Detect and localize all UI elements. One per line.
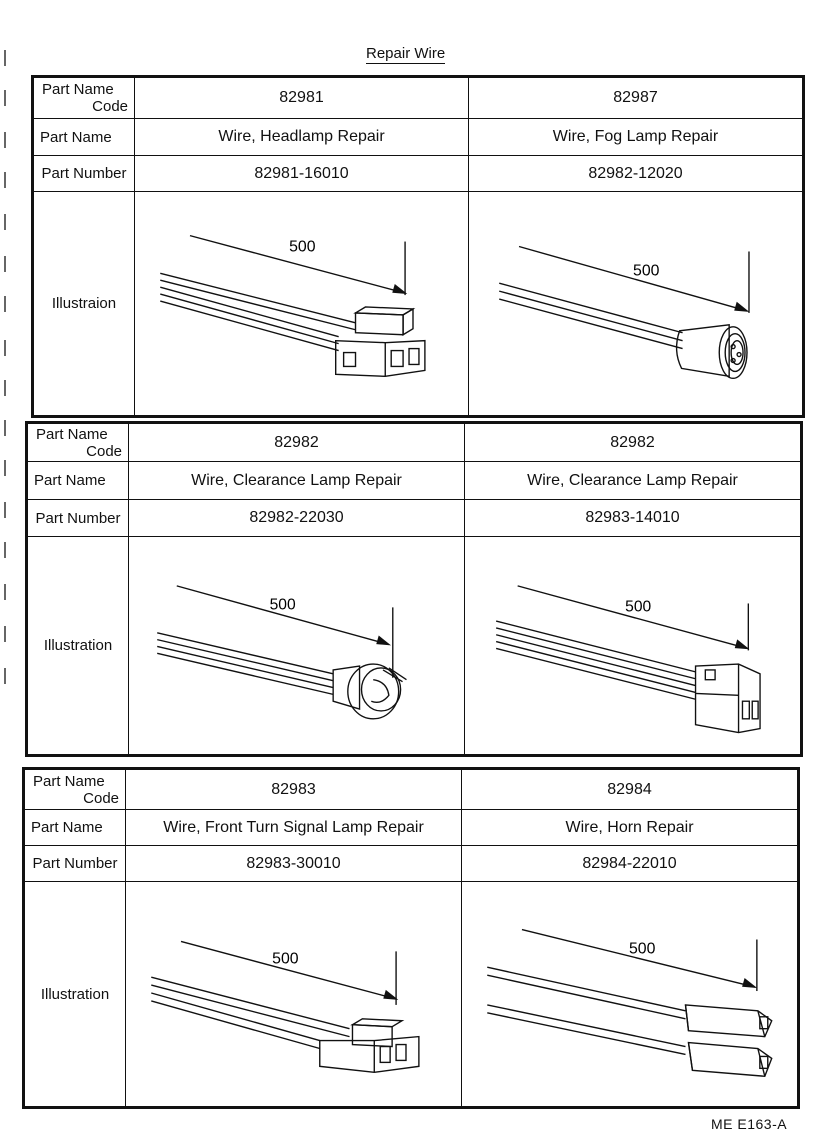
label-part-number: Part Number <box>24 845 126 882</box>
part-name: Wire, Fog Lamp Repair <box>468 118 803 156</box>
headlamp-wire-drawing: 500 <box>160 234 426 378</box>
fog-lamp-wire-drawing: 500 <box>499 245 750 380</box>
part-name: Wire, Headlamp Repair <box>134 118 469 156</box>
illustration-headlamp-wire: 500 <box>134 191 469 416</box>
part-name: Wire, Horn Repair <box>461 809 798 846</box>
clearance-lamp-socket-drawing: 500 <box>157 585 407 720</box>
part-code: 82982 <box>464 423 801 462</box>
illustration-horn-wire: 500 <box>461 881 798 1107</box>
part-code: 82982 <box>128 423 465 462</box>
label-illustration: Illustration <box>24 881 126 1107</box>
part-number: 82983-14010 <box>464 499 801 537</box>
scan-margin-marks <box>4 50 6 684</box>
page-title: Repair Wire <box>366 45 446 64</box>
part-name: Wire, Clearance Lamp Repair <box>128 461 465 500</box>
illustration-clearance-lamp-socket: 500 <box>128 536 465 755</box>
part-name: Wire, Front Turn Signal Lamp Repair <box>125 809 462 846</box>
part-code: 82981 <box>134 77 469 119</box>
dimension-label: 500 <box>289 238 316 255</box>
dimension-label: 500 <box>270 596 296 613</box>
clearance-lamp-connector-drawing: 500 <box>495 585 761 734</box>
label-part-name: Part Name <box>24 809 126 846</box>
part-number: 82981-16010 <box>134 155 469 192</box>
label-part-name: Part Name <box>33 118 135 156</box>
part-code: 82983 <box>125 769 462 810</box>
dimension-label: 500 <box>629 940 656 957</box>
part-number: 82983-30010 <box>125 845 462 882</box>
illustration-turn-signal-wire: 500 <box>125 881 462 1107</box>
part-number: 82982-22030 <box>128 499 465 537</box>
dimension-label: 500 <box>625 598 651 615</box>
illustration-fog-lamp-wire: 500 <box>468 191 803 416</box>
part-name: Wire, Clearance Lamp Repair <box>464 461 801 500</box>
dimension-label: 500 <box>272 950 299 967</box>
horn-wire-drawing: 500 <box>487 928 773 1077</box>
label-part-name: Part Name <box>27 461 129 500</box>
part-number: 82982-12020 <box>468 155 803 192</box>
label-illustration: Illustraion <box>33 191 135 416</box>
part-code: 82987 <box>468 77 803 119</box>
label-part-number: Part Number <box>27 499 129 537</box>
label-illustration: Illustration <box>27 536 129 755</box>
illustration-clearance-lamp-connector: 500 <box>464 536 801 755</box>
part-code: 82984 <box>461 769 798 810</box>
label-part-number: Part Number <box>33 155 135 192</box>
dimension-label: 500 <box>633 262 660 279</box>
part-number: 82984-22010 <box>461 845 798 882</box>
turn-signal-wire-drawing: 500 <box>151 940 420 1073</box>
document-code: ME E163-A <box>711 1116 788 1132</box>
